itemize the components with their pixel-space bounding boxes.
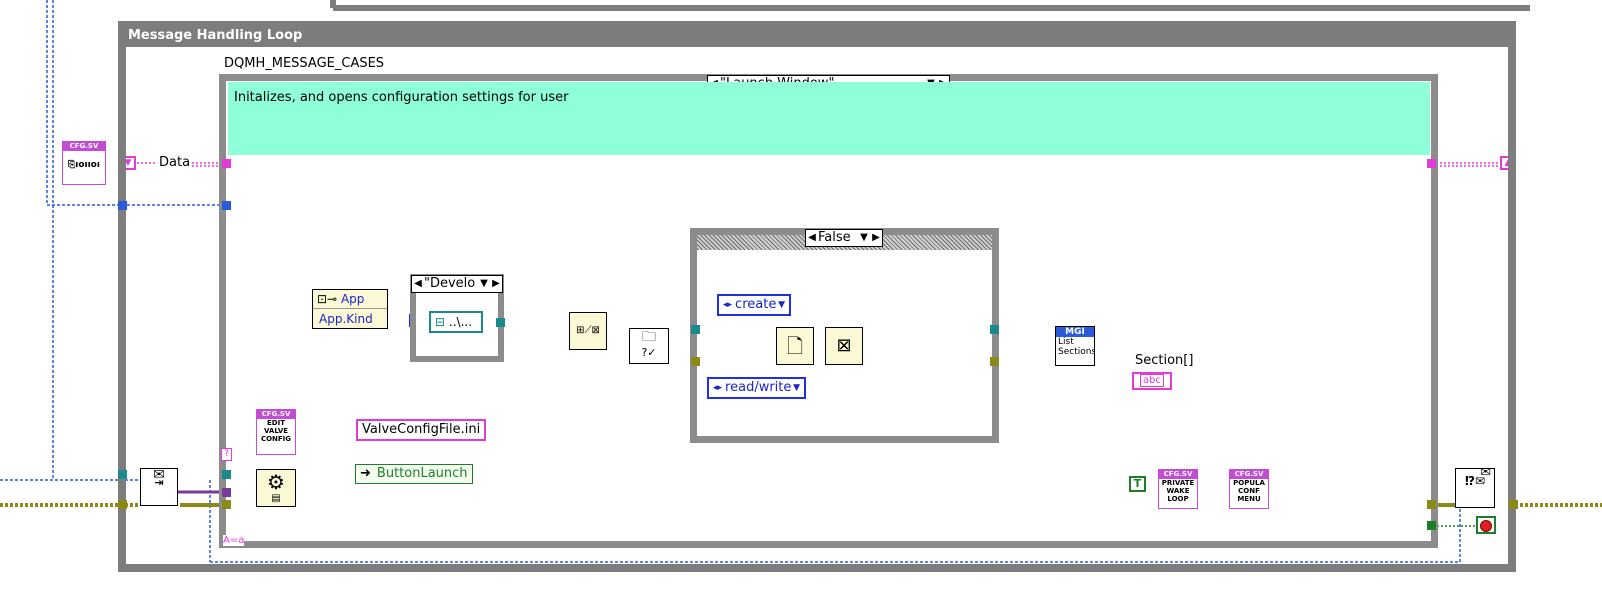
app-kind-case-selector[interactable]: ◀ "Develo ▼ ▶ <box>411 275 503 293</box>
section-array-indicator[interactable]: abc <box>1132 372 1172 390</box>
app-kind-next-icon[interactable]: ▶ <box>492 278 500 289</box>
false-case-tunnel-2 <box>691 357 700 366</box>
populate-conf-menu-node[interactable]: CFG.SV POPULA CONF MENU <box>1229 469 1269 509</box>
read-write-dropdown-icon[interactable]: ▼ <box>793 383 800 393</box>
true-constant[interactable]: T <box>1129 476 1146 492</box>
create-mode-label: create <box>735 297 777 312</box>
path-output-tunnel <box>496 318 505 327</box>
app-kind-prev-icon[interactable]: ◀ <box>414 278 422 289</box>
edit-valve-config-node[interactable]: CFG.SV EDIT VALVE CONFIG <box>256 409 296 455</box>
close-file-node[interactable]: ⊠ <box>825 327 863 365</box>
cfg-sv-data-icon[interactable]: CFG.SV ⎘ıoııoı <box>62 141 106 185</box>
read-write-label: read/write <box>725 380 792 395</box>
config-file-constant[interactable]: ValveConfigFile.ini <box>356 419 487 441</box>
app-kind-dropdown-icon[interactable]: ▼ <box>480 278 488 289</box>
file-folder-icon: 🗀 <box>642 329 656 345</box>
loop-title: Message Handling Loop <box>122 25 1512 47</box>
populate-line1: POPULA <box>1233 479 1265 487</box>
false-prev-icon[interactable]: ◀ <box>808 232 816 243</box>
gear-icon: ⚙ <box>267 470 285 494</box>
list-sections-line1: List <box>1058 337 1074 347</box>
case-sensitivity-label: A=a <box>223 535 245 546</box>
close-file-icon: ⊠ <box>836 335 852 356</box>
populate-line2: CONF <box>1238 487 1260 495</box>
private-wake-loop-node[interactable]: CFG.SV PRIVATE WAKE LOOP <box>1158 469 1198 509</box>
false-case-selector[interactable]: ◀ False ▼ ▶ <box>805 229 883 247</box>
teal-tunnel <box>222 470 231 479</box>
enum-icon-2: ◂▸ <box>713 383 723 393</box>
upper-structure-edge <box>330 0 1530 11</box>
data-label: Data <box>159 155 191 170</box>
build-path-icon: ⊞⟋⊠ <box>576 325 600 336</box>
mgi-list-sections-node[interactable]: MGI List Sections <box>1055 326 1095 366</box>
tunnel-blue <box>118 201 127 210</box>
button-launch-constant[interactable]: ➜ ButtonLaunch <box>355 464 473 484</box>
dequeue-arrow-icon: ⇥ <box>154 476 164 489</box>
case-comment: Initalizes, and opens configuration sett… <box>228 82 1430 155</box>
read-write-mode-constant[interactable]: ◂▸ read/write ▼ <box>707 377 806 399</box>
false-case-tunnel-3 <box>990 325 999 334</box>
green-tunnel-right <box>1427 521 1436 530</box>
check-file-node[interactable]: 🗀 ?✓ <box>629 328 669 364</box>
false-next-icon[interactable]: ▶ <box>872 232 880 243</box>
private-wake-line1: PRIVATE <box>1161 479 1195 487</box>
data-tunnel-right <box>1427 159 1436 168</box>
envelope-icon: ✉ <box>153 468 165 483</box>
cfg-sv-header: CFG.SV <box>63 142 105 151</box>
dequeue-message-node[interactable]: ✉ ⇥ <box>140 468 178 506</box>
register-events-node[interactable]: ⚙ ▤ <box>256 469 296 507</box>
olive-tunnel-right <box>1427 500 1436 509</box>
open-create-file-node[interactable]: 🗋 <box>776 327 814 365</box>
tunnel-teal <box>118 470 127 479</box>
abc-label: abc <box>1140 374 1164 387</box>
data-tunnel-left <box>222 159 231 168</box>
private-wake-line3: LOOP <box>1167 495 1189 503</box>
path-icon: ⊟ <box>435 315 446 329</box>
section-array-label: Section[] <box>1135 353 1194 368</box>
false-dropdown-icon[interactable]: ▼ <box>860 232 868 243</box>
mgi-header: MGI <box>1056 327 1094 337</box>
private-wake-line2: WAKE <box>1166 487 1190 495</box>
populate-header: CFG.SV <box>1230 470 1268 479</box>
path-constant[interactable]: ⊟ ..\... <box>429 311 483 333</box>
arrow-right-icon: ➜ <box>360 466 371 481</box>
case-structure-label: DQMH_MESSAGE_CASES <box>224 56 385 71</box>
tunnel-olive <box>118 500 127 509</box>
stop-icon <box>1480 520 1492 532</box>
error-alert-icon: ⁉✉ <box>1465 474 1485 488</box>
populate-line3: MENU <box>1237 495 1261 503</box>
app-property-node[interactable]: ⊡⊸ App App.Kind <box>312 289 388 329</box>
create-dropdown-icon[interactable]: ▼ <box>778 300 785 310</box>
envelope-icon-2: ✉ <box>1480 468 1491 480</box>
stop-condition-terminal[interactable] <box>1476 516 1496 534</box>
panel-icon: ▤ <box>271 493 281 504</box>
property-node-class: ⊡⊸ App <box>313 290 387 309</box>
list-sections-line2: Sections <box>1058 347 1095 357</box>
purple-tunnel <box>222 488 231 497</box>
blue-tunnel <box>222 201 231 210</box>
edit-valve-config-line2: VALVE <box>263 427 289 435</box>
question-icon: ?✓ <box>641 346 657 359</box>
create-mode-constant[interactable]: ◂▸ create ▼ <box>717 294 791 316</box>
false-case-tunnel-1 <box>691 325 700 334</box>
false-selector-value: False <box>818 230 851 245</box>
new-file-icon: 🗋 <box>786 334 804 358</box>
build-path-node[interactable]: ⊞⟋⊠ <box>569 312 607 350</box>
edit-valve-config-header: CFG.SV <box>257 410 295 419</box>
binary-icon: ⎘ıoııoı <box>68 160 100 170</box>
olive-tunnel <box>222 500 231 509</box>
edit-valve-config-line3: CONFIG <box>260 435 292 443</box>
enum-icon: ◂▸ <box>723 300 733 310</box>
error-handler-node[interactable]: ✉ ⁉✉ <box>1455 468 1495 508</box>
private-wake-header: CFG.SV <box>1159 470 1197 479</box>
button-launch-label: ButtonLaunch <box>376 466 468 481</box>
app-kind-selector-value: "Develo <box>424 276 476 291</box>
false-case-tunnel-4 <box>990 357 999 366</box>
app-ref-icon: ⊡⊸ <box>317 292 338 306</box>
tunnel-olive-right <box>1509 500 1518 509</box>
edit-valve-config-line1: EDIT <box>267 419 285 427</box>
question-terminal: ? <box>221 448 232 461</box>
property-node-prop[interactable]: App.Kind <box>319 312 373 326</box>
